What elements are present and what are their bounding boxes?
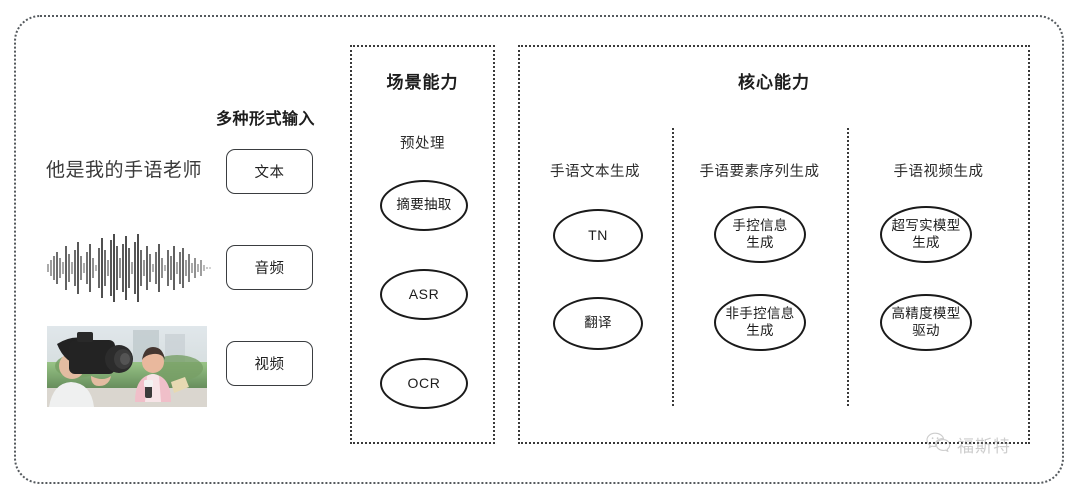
core-column-label-sign-element-sequence-generation: 手语要素序列生成 — [699, 164, 820, 180]
core-column-label-sign-video-generation: 手语视频生成 — [893, 164, 984, 180]
input-chip-text[interactable]: 文本 — [226, 149, 313, 194]
node-photorealistic-model-generation[interactable]: 超写实模型 生成 — [880, 206, 972, 263]
sample-input-text: 他是我的手语老师 — [46, 160, 203, 181]
node-summary-extraction[interactable]: 摘要抽取 — [380, 180, 468, 231]
node-ocr[interactable]: OCR — [380, 358, 468, 409]
node-tn[interactable]: TN — [553, 209, 643, 262]
scene-capability-box — [350, 45, 495, 444]
watermark: 福斯特 — [926, 432, 1011, 457]
input-chip-label: 文本 — [254, 165, 285, 181]
input-section-heading: 多种形式输入 — [216, 111, 316, 128]
outer-frame — [14, 15, 1064, 484]
node-manual-signal-generation[interactable]: 手控信息 生成 — [714, 206, 806, 263]
scene-capability-title: 场景能力 — [386, 73, 459, 92]
input-chip-label: 音频 — [254, 261, 285, 277]
core-column-label-sign-text-generation: 手语文本生成 — [550, 164, 640, 180]
input-chip-video[interactable]: 视频 — [226, 341, 313, 386]
node-asr[interactable]: ASR — [380, 269, 468, 320]
core-capability-box — [518, 45, 1030, 444]
node-high-precision-model-driving[interactable]: 高精度模型 驱动 — [880, 294, 972, 351]
wechat-icon — [926, 432, 952, 457]
audio-waveform-thumbnail — [42, 232, 214, 304]
node-translation[interactable]: 翻译 — [553, 297, 643, 350]
column-divider-2 — [847, 128, 849, 406]
video-thumbnail — [47, 326, 207, 407]
column-divider-1 — [672, 128, 674, 406]
watermark-text: 福斯特 — [957, 437, 1011, 456]
core-capability-title: 核心能力 — [738, 73, 810, 92]
scene-capability-subtitle: 预处理 — [400, 136, 445, 152]
node-non-manual-signal-generation[interactable]: 非手控信息 生成 — [714, 294, 806, 351]
input-chip-audio[interactable]: 音频 — [226, 245, 313, 290]
input-chip-label: 视频 — [254, 357, 285, 373]
